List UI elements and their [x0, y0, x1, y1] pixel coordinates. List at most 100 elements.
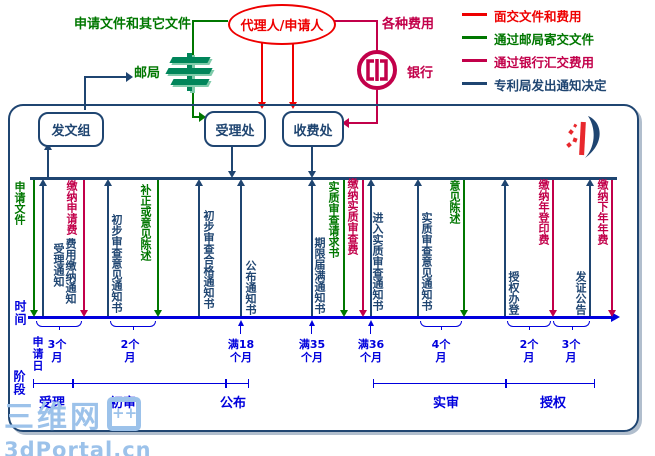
- period-label: 2个 月: [519, 338, 539, 364]
- legend-item-label: 通过银行汇交费用: [494, 55, 595, 70]
- notice-arrowhead-up: [367, 179, 375, 186]
- period-brace-tick: [441, 326, 442, 330]
- watermark-domain: 3dPortal.cn: [4, 438, 152, 456]
- event-label: 期限届满通知书: [313, 237, 326, 314]
- period-brace-tick: [133, 326, 134, 330]
- patent-office-logo-icon: [558, 110, 616, 168]
- fee-arrowhead-down: [80, 310, 88, 317]
- notice-arrow-line: [370, 186, 372, 316]
- notice-arrowhead-up: [195, 179, 203, 186]
- period-brace-tick: [529, 326, 530, 330]
- fee-office-box: 收费处: [282, 111, 344, 147]
- stage-label: 实审: [432, 396, 459, 411]
- legend-item: 专利局发出通知决定: [462, 75, 607, 98]
- legend-line-sample: [462, 82, 487, 85]
- event-label: 实质审查意见通知书: [420, 212, 433, 311]
- notice-arrowhead-up: [104, 179, 112, 186]
- event-label: 缴纳申请费: [65, 180, 78, 235]
- filing-date-label: 申请日: [31, 336, 44, 372]
- stage-label: 公布: [219, 396, 246, 411]
- notice-arrow-line: [311, 186, 313, 316]
- notice-arrowhead-up: [586, 179, 594, 186]
- stage-label: 授权: [539, 396, 566, 411]
- milestone-arrow-line: [311, 325, 312, 334]
- fee-arrow-line: [611, 180, 613, 310]
- fee-office-connector: [311, 143, 313, 172]
- post-office-label: 邮局: [134, 66, 161, 81]
- process-frame: [8, 104, 639, 432]
- notice-arrowhead-up: [39, 179, 47, 186]
- notice-arrow-line: [240, 186, 242, 316]
- milestone-label: 满18 个月: [227, 338, 255, 364]
- event-label: 缴纳年登印费: [537, 179, 550, 245]
- stage-axis-label: 阶段: [12, 370, 26, 396]
- fee-arrowhead-down: [549, 310, 557, 317]
- legend-item: 通过邮局寄交文件: [462, 29, 607, 52]
- documents-label: 申请文件和其它文件: [74, 17, 192, 32]
- timeline-axis: [28, 316, 612, 319]
- green-connector-line: [192, 116, 200, 118]
- watermark-plus-icon: ++: [107, 397, 141, 431]
- green-connector-line: [193, 20, 228, 22]
- legend-line-sample: [462, 59, 487, 62]
- legend-item-label: 面交文件和费用: [494, 9, 582, 24]
- notice-arrowhead-up: [501, 179, 509, 186]
- red-connector-line: [292, 40, 294, 103]
- event-label: 受理通知: [52, 243, 65, 287]
- dispatch-group-box: 发文组: [38, 112, 104, 147]
- red-connector-line: [261, 40, 263, 103]
- period-brace: [110, 321, 156, 331]
- notice-arrow-line: [589, 186, 591, 316]
- event-label: 初步审查意见通知书: [110, 214, 123, 313]
- legend: 面交文件和费用通过邮局寄交文件通过银行汇交费用专利局发出通知决定: [462, 6, 607, 98]
- event-label: 公布通知书: [244, 260, 257, 315]
- fee-connector-line: [376, 90, 378, 123]
- milestone-arrowhead-up: [368, 320, 374, 326]
- period-label: 3个 月: [47, 338, 67, 364]
- document-arrowhead-down: [154, 310, 162, 317]
- period-brace-tick: [572, 326, 573, 330]
- milestone-arrowhead-up: [238, 320, 244, 326]
- stage-bracket: [505, 379, 595, 388]
- fee-arrowhead-left: [342, 118, 349, 128]
- legend-item: 通过银行汇交费用: [462, 52, 607, 75]
- period-label: 2个 月: [120, 338, 140, 364]
- dispatch-connector: [47, 150, 49, 179]
- stage-bracket: [72, 379, 227, 388]
- milestone-arrow-line: [370, 325, 371, 334]
- document-arrowhead-down: [460, 310, 468, 317]
- legend-item-label: 通过邮局寄交文件: [494, 32, 595, 47]
- post-connector-line: [84, 76, 127, 78]
- event-label: 意见陈述: [448, 180, 461, 224]
- post-arrowhead-right: [126, 72, 133, 82]
- period-label: 4个 月: [431, 338, 451, 364]
- watermark: 三维网 ++ 3dPortal.cn: [4, 392, 152, 456]
- notice-arrow-line: [42, 186, 44, 316]
- notice-arrowhead-up: [237, 179, 245, 186]
- notice-arrow-line: [417, 186, 419, 316]
- green-arrowhead-right: [199, 112, 206, 122]
- time-axis-label: 时间: [13, 300, 27, 326]
- document-arrow-line: [157, 180, 159, 310]
- china-post-logo-icon: [163, 47, 217, 95]
- stage-bracket: [373, 379, 507, 388]
- notice-arrow-line: [504, 186, 506, 316]
- reception-office-label: 受理处: [215, 123, 255, 139]
- fee-arrow-line: [362, 180, 364, 310]
- fee-arrow-line: [552, 180, 554, 310]
- bank-logo-icon: [355, 48, 399, 92]
- post-connector-line: [84, 76, 86, 110]
- period-brace: [507, 321, 551, 331]
- document-arrowhead-down: [30, 310, 38, 317]
- notice-arrow-line: [198, 186, 200, 316]
- milestone-arrow-line: [240, 325, 241, 334]
- office-bus-line: [30, 177, 617, 180]
- stage-bracket: [225, 379, 249, 388]
- fee-office-label: 收费处: [293, 123, 333, 139]
- legend-item: 面交文件和费用: [462, 6, 607, 29]
- event-label: 费用缴纳通知: [64, 238, 77, 304]
- document-arrowhead-down: [340, 310, 348, 317]
- period-brace: [553, 321, 590, 331]
- reception-arrowhead-down: [228, 171, 236, 178]
- dispatch-group-label: 发文组: [51, 124, 91, 139]
